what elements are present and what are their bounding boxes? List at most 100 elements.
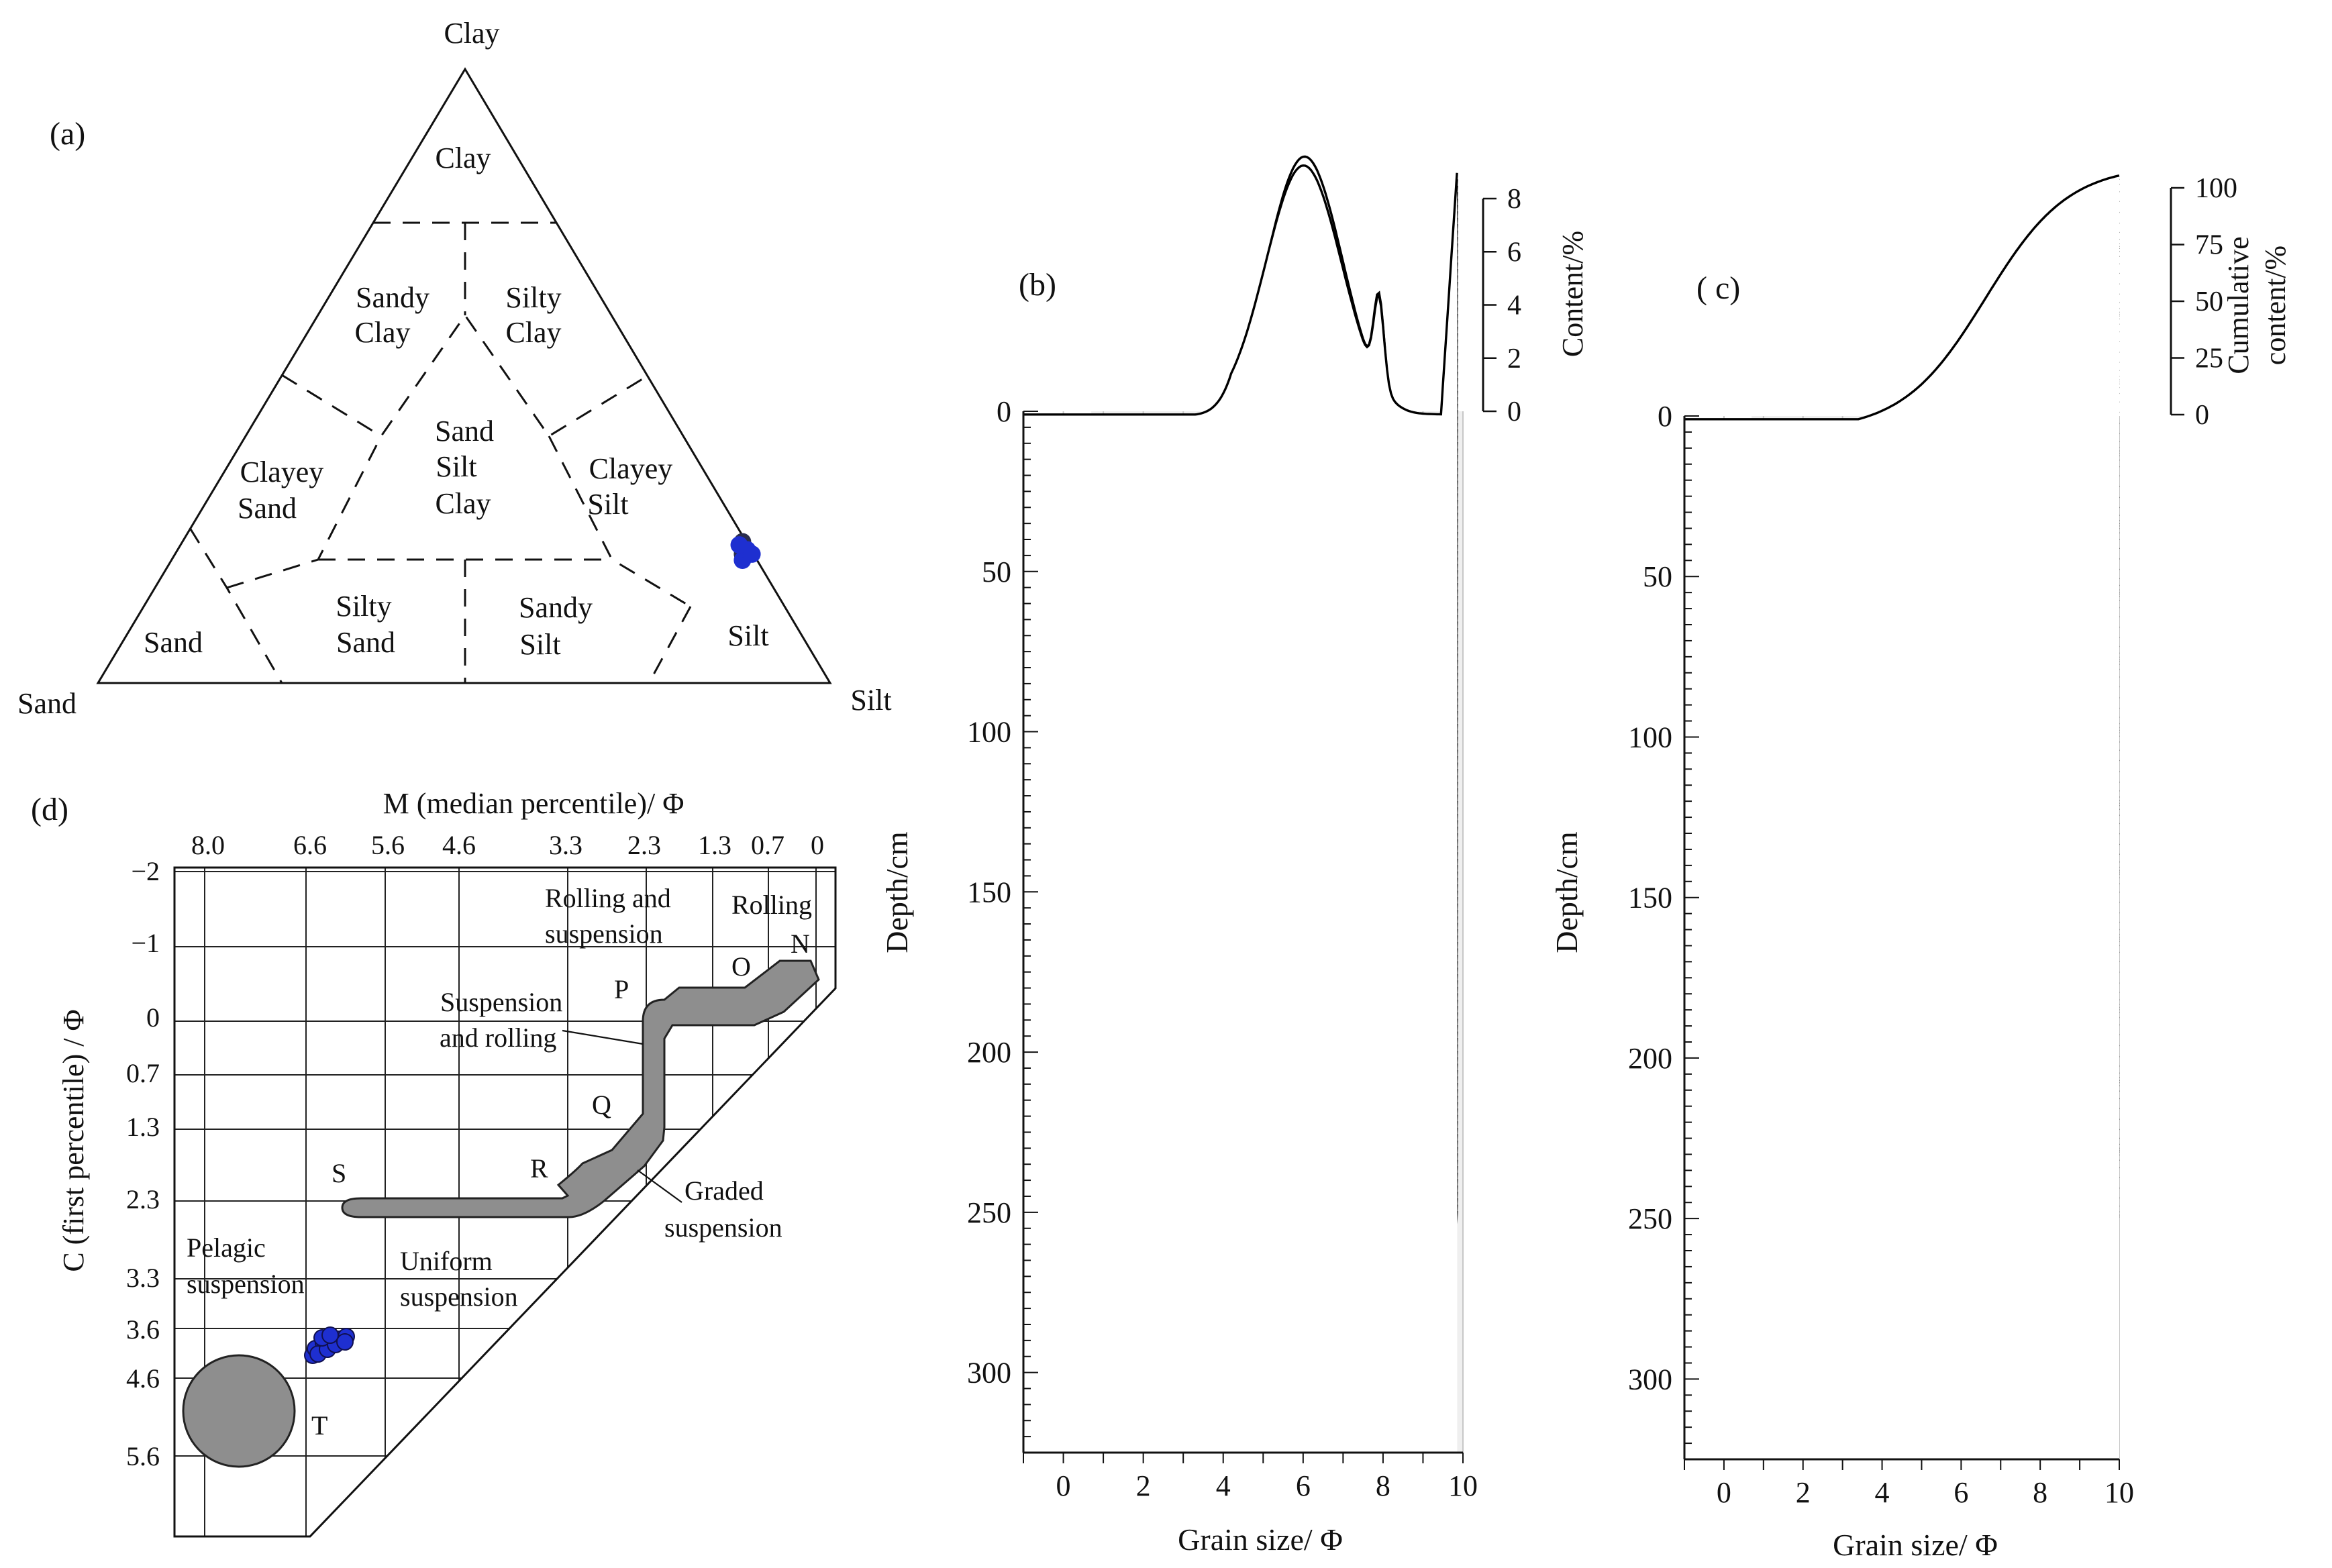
content-tick-label: 4 [1507, 291, 1521, 321]
vertex-sand: Sand [17, 687, 77, 720]
content-tick-label: 100 [2195, 173, 2237, 204]
label-pelagic-1: Pelagic [187, 1233, 266, 1263]
depth-tick-label: 250 [1628, 1202, 1672, 1235]
depth-tick-label: 0 [997, 395, 1011, 428]
cm-samples [304, 1326, 355, 1364]
cm-top-tick-label: 5.6 [371, 830, 405, 860]
panel-a-tag: (a) [50, 116, 85, 152]
depth-tick-label: 200 [1628, 1042, 1672, 1075]
depth-tick-label: 150 [1628, 882, 1672, 914]
grain-tick-label: 6 [1954, 1476, 1968, 1509]
cm-left-tick-label: 2.3 [126, 1184, 160, 1214]
panel-b-plot [1023, 155, 1464, 1456]
cm-top-tick-label: 1.3 [698, 830, 731, 860]
cm-top-tick-label: 4.6 [442, 830, 476, 860]
boundary-sand-left [189, 527, 283, 684]
grain-tick-label: 8 [1376, 1469, 1390, 1502]
cm-annotations: Rolling Rolling and suspension Suspensio… [187, 883, 812, 1441]
depth-tick-label: 150 [967, 876, 1011, 908]
depth-tick-label: 0 [1658, 400, 1672, 433]
label-rolling: Rolling [731, 890, 812, 920]
leader-suspension-rolling [562, 1029, 644, 1045]
cm-left-tick-label: 4.6 [126, 1363, 160, 1394]
content-tick-label: 6 [1507, 237, 1521, 268]
cm-top-tick-label: 6.6 [293, 830, 327, 860]
ternary-samples [730, 533, 761, 569]
grain-tick-label: 0 [1717, 1476, 1731, 1509]
cm-left-tick-labels: −2−100.71.32.33.33.64.65.6 [126, 856, 160, 1471]
cm-top-tick-label: 8.0 [191, 830, 225, 860]
cm-left-tick-label: 5.6 [126, 1441, 160, 1471]
panel-b-tag: (b) [1019, 267, 1056, 303]
point-s: S [332, 1158, 346, 1188]
cm-sample-point [336, 1333, 354, 1351]
panel-c-content-label-2: content/% [2259, 246, 2292, 365]
ternary-sample-point [730, 536, 748, 554]
vertex-silt: Silt [850, 684, 891, 717]
field-silt: Silt [727, 619, 768, 652]
cm-left-tick-label: 3.6 [126, 1314, 160, 1345]
cm-left-tick-label: 0.7 [126, 1058, 160, 1088]
ternary-field-boundaries [189, 221, 692, 684]
panel-d-tag: (d) [31, 792, 68, 827]
point-o: O [731, 951, 751, 982]
content-tick-label: 8 [1507, 184, 1521, 215]
cm-top-tick-label: 2.3 [627, 830, 661, 860]
depth-tick-label: 200 [967, 1036, 1011, 1069]
leader-graded [637, 1169, 682, 1203]
cm-frame [173, 866, 837, 1538]
panel-c-content-label-1: Cumulative [2222, 236, 2255, 374]
field-clay: Clay [435, 142, 491, 174]
panel-c-xlabel: Grain size/ Φ [1833, 1528, 1998, 1562]
cm-left-tick-label: −2 [131, 856, 160, 886]
content-tick-label: 0 [2195, 400, 2209, 431]
cm-sample-point [321, 1326, 339, 1344]
panel-c-tag: ( c) [1696, 270, 1740, 306]
content-tick-label: 75 [2195, 230, 2223, 261]
label-suspension-rolling-2: and rolling [440, 1023, 556, 1053]
depth-tick-label: 250 [967, 1196, 1011, 1229]
vertex-clay: Clay [444, 17, 499, 50]
label-pelagic-2: suspension [187, 1269, 305, 1299]
grain-tick-label: 0 [1056, 1469, 1071, 1502]
cm-left-tick-label: 0 [146, 1002, 160, 1033]
panel-b-xlabel: Grain size/ Φ [1178, 1522, 1343, 1557]
grain-tick-label: 10 [1448, 1469, 1478, 1502]
panel-b-content-label: Content/% [1556, 231, 1589, 357]
cm-top-tick-label: 0 [811, 830, 824, 860]
grain-tick-label: 8 [2033, 1476, 2047, 1509]
grain-tick-label: 10 [2105, 1476, 2134, 1509]
label-uniform-1: Uniform [400, 1246, 493, 1276]
cm-left-title: C (first percentile) / Φ [57, 1009, 90, 1271]
field-sand: Sand [144, 626, 203, 659]
cm-pattern-band [341, 959, 820, 1218]
label-graded-1: Graded [685, 1175, 764, 1206]
point-r: R [530, 1153, 548, 1184]
cm-left-tick-label: −1 [131, 928, 160, 958]
cm-left-tick-label: 1.3 [126, 1112, 160, 1142]
panel-b-ylabel: Depth/cm [880, 831, 914, 953]
depth-tick-label: 100 [967, 716, 1011, 749]
cm-top-tick-label: 3.3 [549, 830, 582, 860]
label-graded-2: suspension [664, 1212, 782, 1243]
grain-tick-label: 4 [1216, 1469, 1231, 1502]
panel-c-plot [1684, 174, 2120, 1463]
point-t: T [311, 1410, 327, 1441]
content-tick-label: 2 [1507, 344, 1521, 374]
point-q: Q [592, 1090, 611, 1120]
grain-tick-label: 2 [1796, 1476, 1811, 1509]
depth-tick-label: 300 [967, 1357, 1011, 1390]
grain-tick-label: 4 [1875, 1476, 1890, 1509]
